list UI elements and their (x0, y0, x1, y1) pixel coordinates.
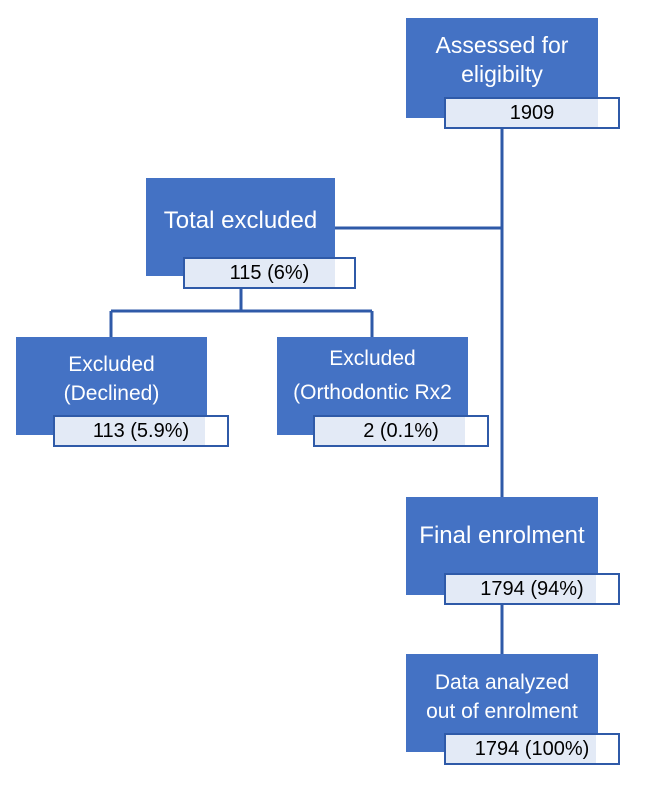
final-enrolment-count-box: 1794 (94%) (444, 573, 620, 605)
assessed-title-line2: eligibilty (461, 61, 543, 87)
excluded-orthodontic-title-line2: (Orthodontic Rx2 (293, 381, 452, 404)
assessed-title-line1: Assessed for (435, 32, 569, 58)
data-analyzed-count: 1794 (100%) (474, 737, 590, 760)
final-enrolment-title: Final enrolment (419, 522, 585, 549)
data-analyzed-title-line1: Data analyzed (434, 671, 570, 694)
final-enrolment-count: 1794 (94%) (480, 577, 584, 600)
excluded-declined-title-line2: (Declined) (63, 382, 160, 405)
assessed-count-box: 1909 (444, 97, 620, 129)
excluded-declined-count-box: 113 (5.9%) (53, 415, 229, 447)
excluded-orthodontic-count-box: 2 (0.1%) (313, 415, 489, 447)
data-analyzed-title-line2: out of enrolment (426, 700, 578, 723)
total-excluded-count: 115 (6%) (229, 261, 310, 284)
total-excluded-count-box: 115 (6%) (183, 257, 356, 289)
total-excluded-title: Total excluded (163, 207, 318, 234)
excluded-declined-count: 113 (5.9%) (92, 419, 190, 442)
data-analyzed-count-box: 1794 (100%) (444, 733, 620, 765)
excluded-declined-title-line1: Excluded (68, 353, 155, 376)
excluded-orthodontic-title-line1: Excluded (329, 347, 416, 370)
assessed-count: 1909 (509, 101, 555, 124)
excluded-orthodontic-count: 2 (0.1%) (363, 419, 439, 442)
